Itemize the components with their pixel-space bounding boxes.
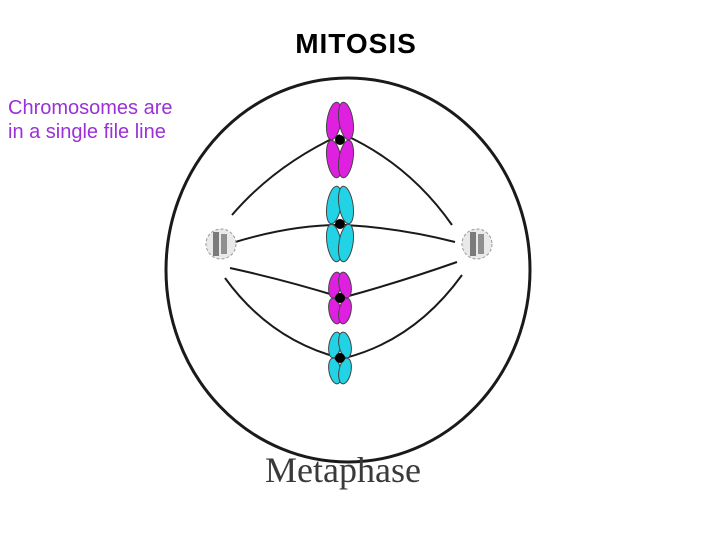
spindle-fiber — [344, 274, 463, 359]
spindle-fiber — [231, 224, 341, 244]
centromere — [335, 293, 345, 303]
phase-label: Metaphase — [265, 450, 421, 490]
centromere — [335, 219, 345, 229]
slide-title: MITOSIS — [295, 28, 417, 59]
chromosome-cyan — [325, 185, 355, 263]
spindle-fiber — [229, 267, 341, 298]
spindle-fibers — [224, 134, 463, 359]
chromosome-magenta — [325, 101, 355, 179]
chromosomes — [325, 101, 355, 385]
side-note: Chromosomes are in a single file line — [8, 97, 173, 143]
centromere — [335, 353, 345, 363]
spindle-fiber — [344, 261, 458, 298]
spindle-fiber — [224, 277, 341, 359]
spindle-fiber — [344, 134, 453, 226]
spindle-fiber — [344, 224, 456, 243]
centrosome-right — [461, 228, 493, 260]
cell-membrane — [164, 76, 532, 464]
chromosome-magenta — [328, 271, 352, 325]
chromatid-arm — [337, 185, 355, 225]
centromere — [335, 135, 345, 145]
chromatid-arm — [337, 139, 355, 179]
chromatid-arm — [337, 223, 355, 263]
centrosome-left — [205, 228, 237, 260]
chromatid-arm — [338, 297, 352, 325]
chromosome-cyan — [328, 331, 352, 385]
chromatid-arm — [338, 357, 352, 385]
spindle-fiber — [231, 134, 341, 216]
